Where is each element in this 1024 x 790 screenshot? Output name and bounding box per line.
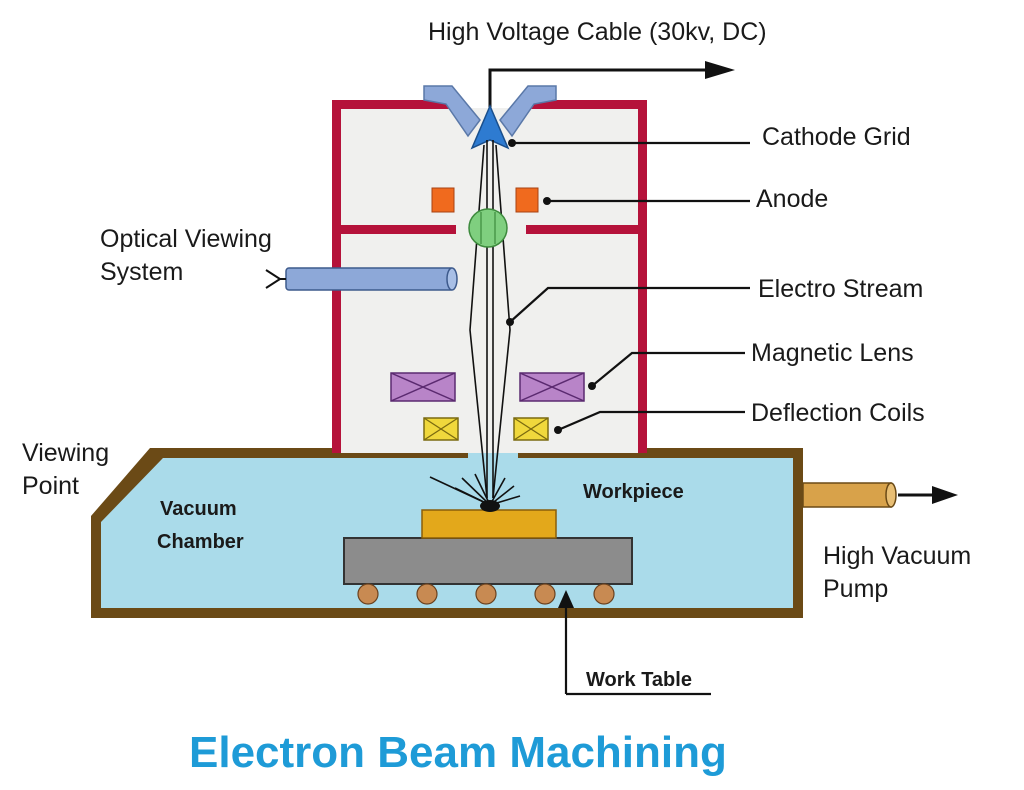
anode-right [515, 187, 539, 213]
rollers [357, 583, 615, 605]
magnetic-lens [390, 372, 585, 402]
high-voltage-cable [423, 61, 735, 138]
aperture [468, 208, 508, 248]
column-divider-right [526, 225, 638, 234]
magnetic-lens-left [390, 372, 456, 402]
label-high-vacuum-pump-line2: Pump [823, 575, 888, 603]
label-deflection-coils: Deflection Coils [751, 399, 925, 427]
workpiece [421, 509, 557, 539]
label-work-table: Work Table [586, 669, 692, 691]
label-vacuum-chamber-line1: Vacuum [160, 498, 237, 520]
cable-arrowhead [705, 61, 735, 79]
label-magnetic-lens: Magnetic Lens [751, 339, 914, 367]
anode-left [431, 187, 455, 213]
label-cathode-grid: Cathode Grid [762, 123, 911, 151]
label-high-voltage-cable: High Voltage Cable (30kv, DC) [428, 18, 767, 46]
pump-arrowhead [932, 486, 958, 504]
label-vacuum-chamber-line2: Chamber [157, 531, 244, 553]
diagram-title: Electron Beam Machining [189, 728, 727, 777]
label-electro-stream: Electro Stream [758, 275, 923, 303]
vacuum-pump-pipe [802, 482, 958, 508]
cathode-grid [470, 104, 510, 150]
work-table-assembly [343, 509, 633, 605]
insulator-right [499, 85, 557, 138]
label-anode: Anode [756, 185, 828, 213]
label-high-vacuum-pump-line1: High Vacuum [823, 542, 971, 570]
cable-line [488, 68, 705, 115]
label-viewing-point-line1: Viewing [22, 439, 109, 467]
deflection-coils [423, 417, 549, 441]
column-divider-left [341, 225, 456, 234]
deflection-coil-left [423, 417, 459, 441]
label-optical-viewing-line1: Optical Viewing [100, 225, 272, 253]
column-top-right [530, 100, 647, 109]
electron-beam [469, 140, 511, 499]
label-workpiece: Workpiece [583, 481, 684, 503]
magnetic-lens-right [519, 372, 585, 402]
insulator-left [423, 85, 481, 138]
eyepiece-icon [265, 269, 282, 289]
leader-lines [506, 139, 750, 696]
optical-viewing-system [265, 267, 458, 291]
optical-tube [285, 267, 455, 291]
work-table [343, 537, 633, 585]
column-wall-right [638, 100, 647, 453]
deflection-coil-right [513, 417, 549, 441]
label-viewing-point-line2: Point [22, 472, 79, 500]
beam-impact-spot [480, 500, 500, 512]
anode [431, 187, 539, 213]
column-top-left [332, 100, 452, 109]
cathode-icon [470, 104, 510, 150]
optical-tube-end [446, 267, 458, 291]
label-optical-viewing-line2: System [100, 258, 183, 286]
